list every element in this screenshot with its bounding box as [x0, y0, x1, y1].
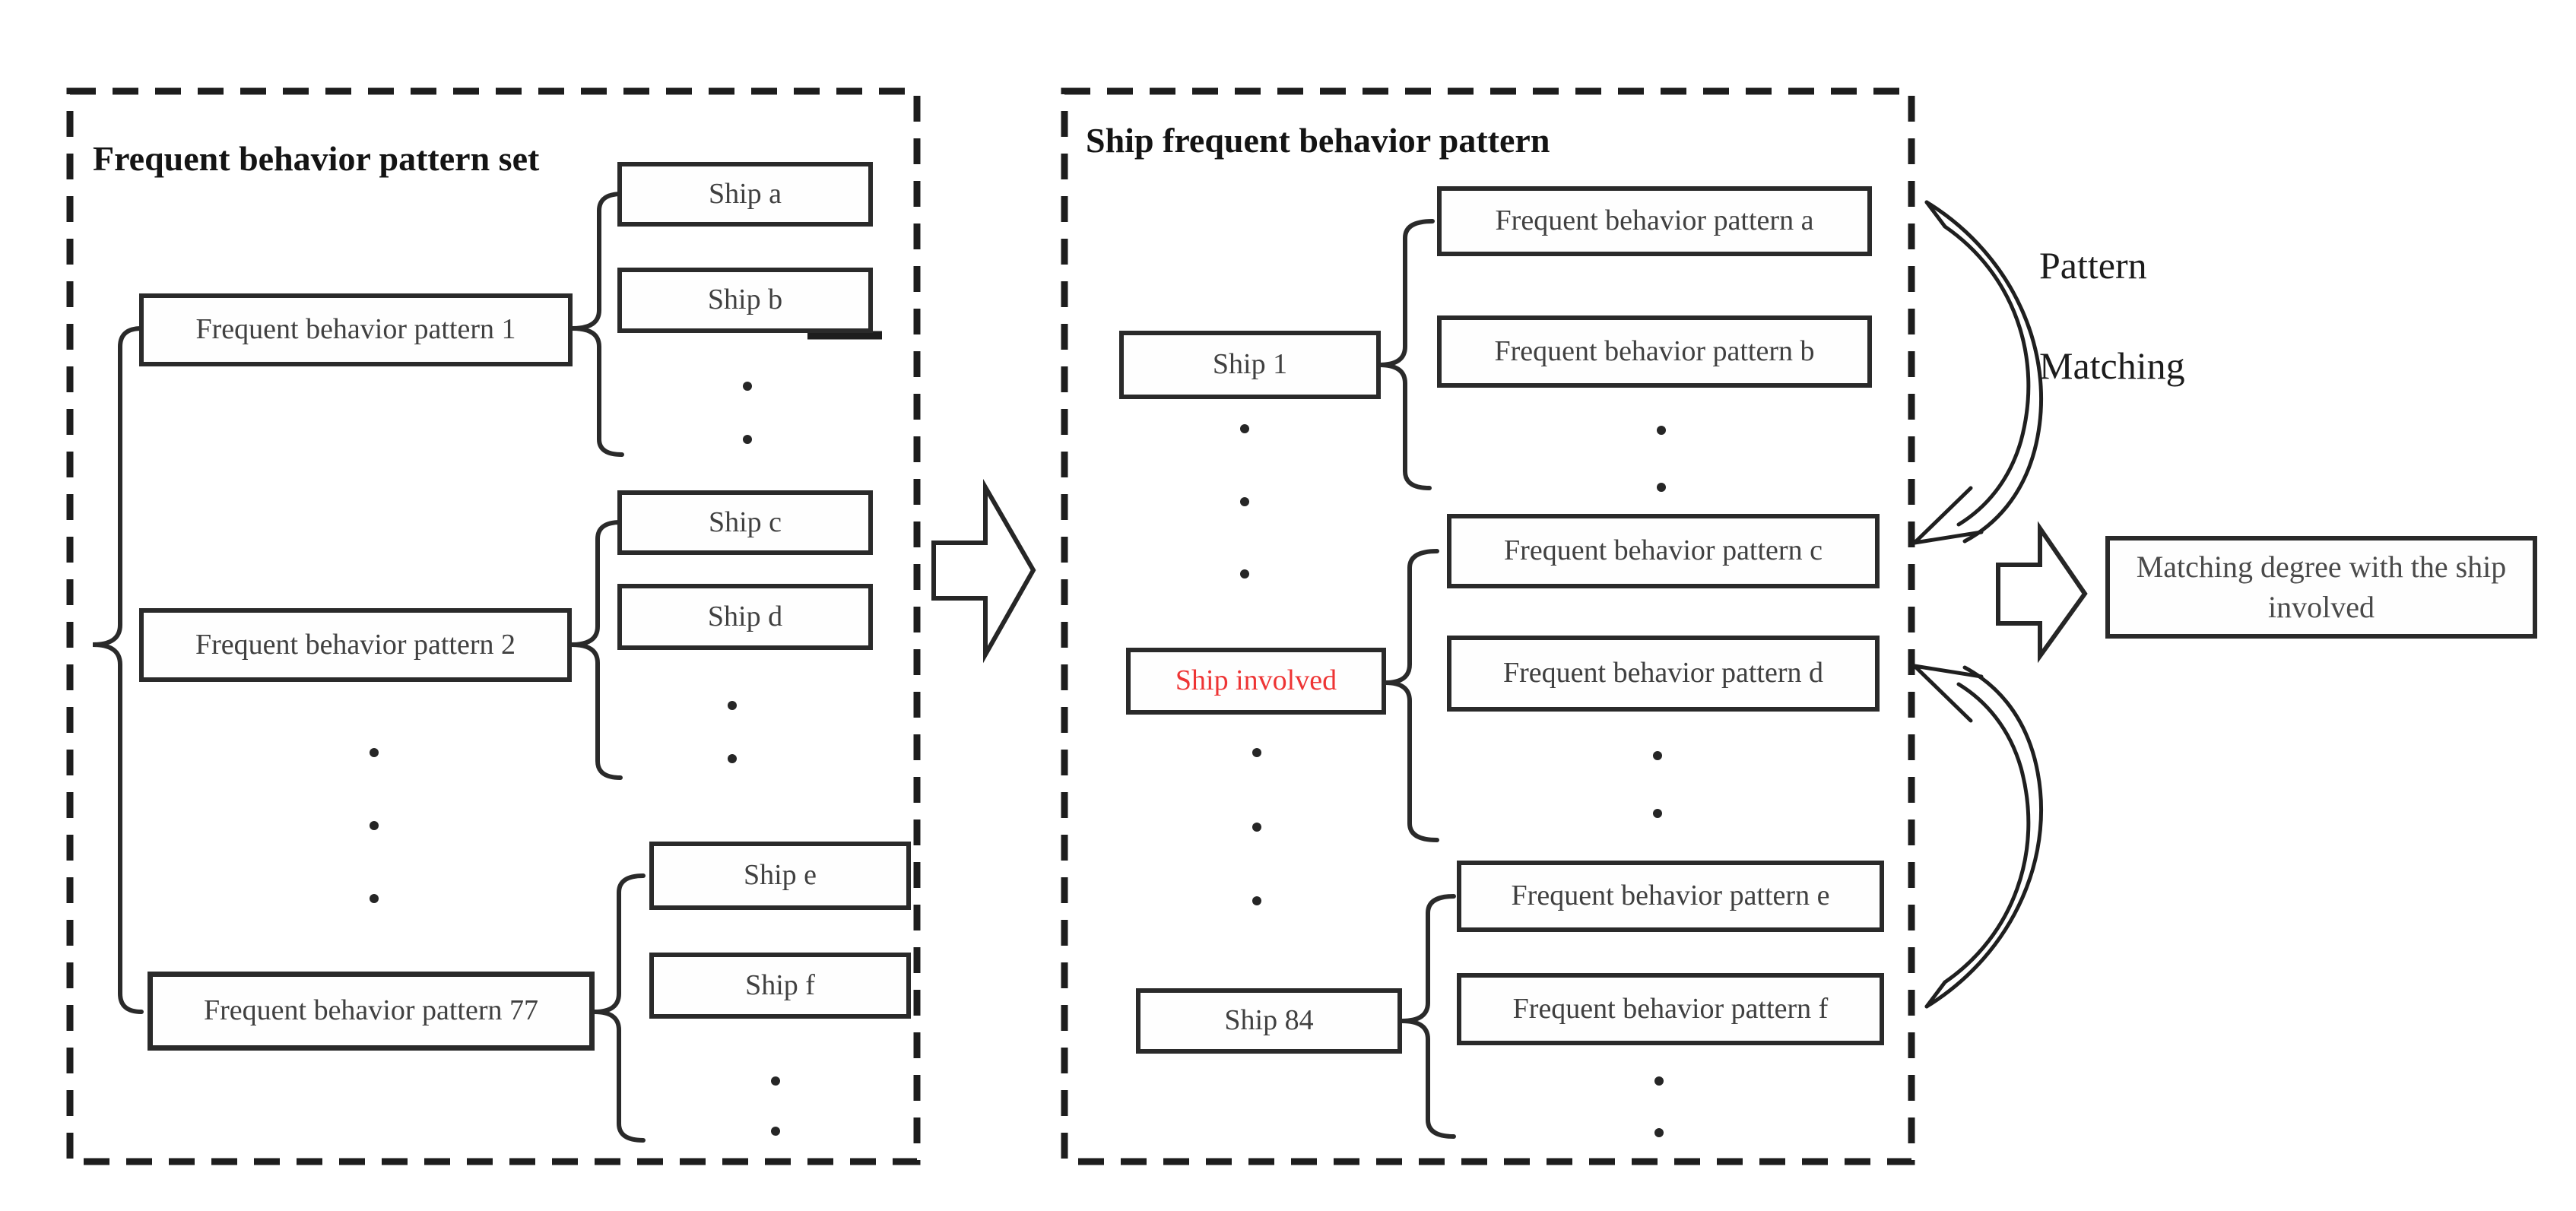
pattern-1-box: Frequent behavior pattern 1	[139, 293, 573, 366]
ship-b-box: Ship b	[617, 268, 873, 333]
ship-c-box: Ship c	[617, 490, 873, 555]
ellipsis-dots-middle-panel	[1240, 424, 1666, 1137]
left-panel-title: Frequent behavior pattern set	[93, 139, 540, 178]
ellipsis-dots-left-panel	[370, 382, 780, 1136]
brace-pattern-2	[571, 520, 623, 780]
pattern-77-box: Frequent behavior pattern 77	[148, 972, 595, 1051]
pattern-e-box: Frequent behavior pattern e	[1457, 861, 1884, 932]
brace-ship-1	[1378, 219, 1435, 490]
ship-84-box: Ship 84	[1136, 988, 1402, 1054]
pattern-a-box: Frequent behavior pattern a	[1437, 186, 1872, 256]
pattern-b-box: Frequent behavior pattern b	[1437, 315, 1872, 388]
ship-f-box: Ship f	[649, 953, 911, 1019]
middle-panel-dashed-border	[1061, 87, 1915, 1165]
block-arrow-to-output	[1996, 521, 2088, 664]
pattern-c-box: Frequent behavior pattern c	[1447, 514, 1880, 588]
brace-all-patterns	[92, 326, 144, 1014]
left-panel-dashed-border	[66, 87, 921, 1165]
ship-d-box: Ship d	[617, 584, 873, 650]
brace-pattern-1	[572, 192, 624, 457]
pattern-matching-arrow-up	[1908, 663, 2044, 1009]
ship-1-box: Ship 1	[1119, 331, 1381, 399]
brace-ship-84	[1401, 894, 1456, 1139]
block-arrow-to-middle-panel	[931, 478, 1036, 664]
brace-pattern-77	[594, 873, 646, 1143]
brace-ship-involved	[1385, 549, 1439, 842]
ship-involved-box: Ship involved	[1126, 648, 1386, 715]
ship-a-box: Ship a	[617, 162, 873, 227]
pattern-matching-label-line2: Matching	[2039, 344, 2185, 387]
middle-panel-title: Ship frequent behavior pattern	[1086, 121, 1550, 160]
pattern-matching-label-line1: Pattern	[2039, 244, 2147, 287]
pattern-2-box: Frequent behavior pattern 2	[139, 608, 572, 682]
matching-degree-output-box: Matching degree with the ship involved	[2105, 536, 2537, 639]
pattern-d-box: Frequent behavior pattern d	[1447, 636, 1880, 712]
ship-e-box: Ship e	[649, 842, 911, 910]
pattern-matching-arrow-down	[1908, 200, 2044, 546]
pattern-f-box: Frequent behavior pattern f	[1457, 973, 1884, 1045]
